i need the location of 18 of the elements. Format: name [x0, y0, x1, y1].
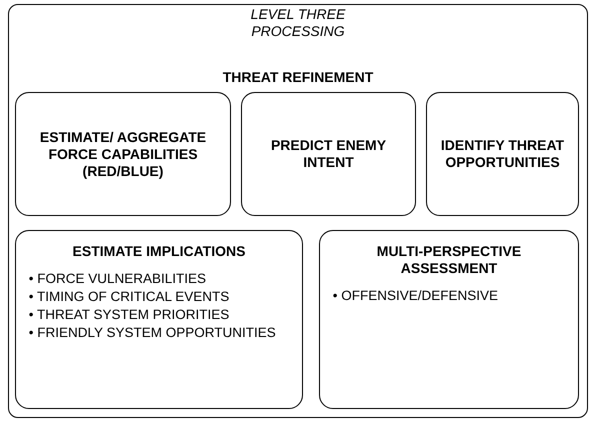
process-box [319, 230, 579, 409]
process-box [426, 92, 579, 216]
frame-label: LEVEL THREE PROCESSING [250, 6, 346, 40]
bullet-item: • OFFENSIVE/DEFENSIVE [332, 287, 499, 305]
process-box [15, 92, 231, 216]
box-heading: MULTI-PERSPECTIVE ASSESSMENT [376, 243, 522, 277]
process-box [241, 92, 416, 216]
bullet-item: • FORCE VULNERABILITIES [28, 270, 207, 288]
process-box [15, 230, 303, 409]
box-label: ESTIMATE/ AGGREGATE FORCE CAPABILITIES (RED/BLUE) [38, 128, 208, 180]
box-label: PREDICT ENEMY INTENT [270, 137, 388, 171]
bullet-item: • THREAT SYSTEM PRIORITIES [28, 306, 230, 324]
box-label: IDENTIFY THREAT OPPORTUNITIES [440, 137, 566, 171]
section-heading: THREAT REFINEMENT [222, 69, 374, 86]
bullet-item: • FRIENDLY SYSTEM OPPORTUNITIES [28, 324, 277, 342]
box-heading: ESTIMATE IMPLICATIONS [72, 243, 246, 260]
bullet-item: • TIMING OF CRITICAL EVENTS [28, 288, 230, 306]
frame-box [8, 4, 588, 418]
